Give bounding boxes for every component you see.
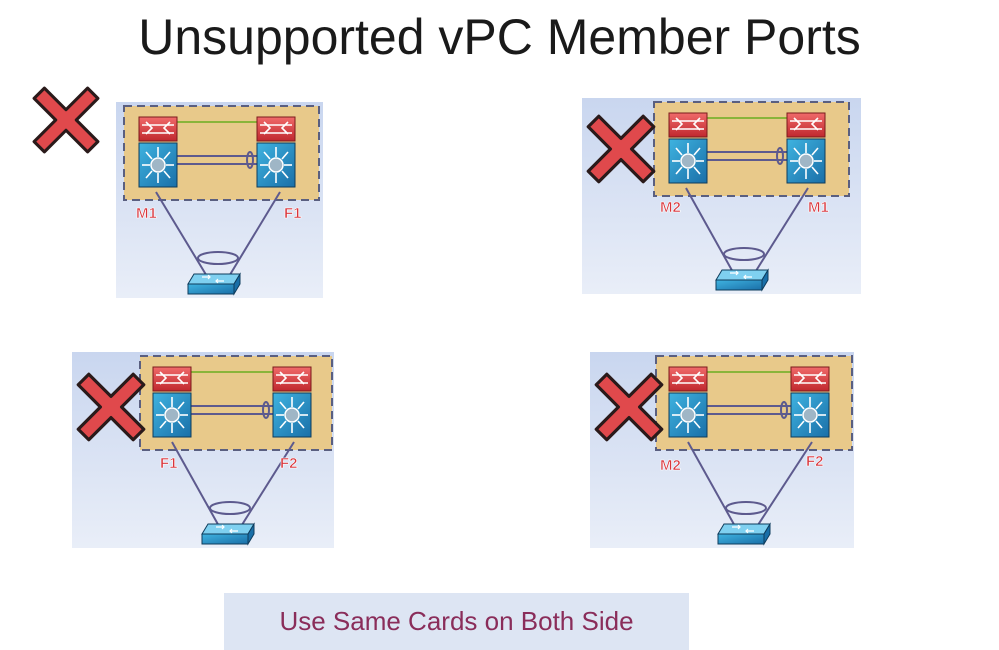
nexus-switch-icon bbox=[152, 366, 192, 438]
access-switch-icon bbox=[187, 273, 241, 295]
left-card-label: M1 bbox=[136, 205, 157, 222]
nexus-switch-icon bbox=[668, 366, 708, 438]
nexus-switch-icon bbox=[272, 366, 312, 438]
nexus-switch-icon bbox=[786, 112, 826, 184]
left-card-label: M2 bbox=[660, 199, 681, 216]
left-card-label: F1 bbox=[160, 455, 178, 472]
red-x-icon bbox=[32, 86, 100, 154]
vpc-panel-m2-f2: M2 F2 bbox=[590, 352, 856, 552]
access-switch-icon bbox=[201, 523, 255, 545]
access-switch-icon bbox=[717, 523, 771, 545]
page-title: Unsupported vPC Member Ports bbox=[138, 9, 861, 65]
nexus-switch-icon bbox=[138, 116, 178, 188]
right-card-label: F2 bbox=[806, 453, 824, 470]
access-switch-icon bbox=[715, 269, 769, 291]
vpc-panel-m1-f1: M1 F1 bbox=[28, 82, 328, 302]
right-card-label: M1 bbox=[808, 199, 829, 216]
nexus-switch-icon bbox=[256, 116, 296, 188]
vpc-panel-m2-m1: M2 M1 bbox=[582, 98, 862, 298]
nexus-switch-icon bbox=[668, 112, 708, 184]
left-card-label: M2 bbox=[660, 457, 681, 474]
footer-note: Use Same Cards on Both Side bbox=[224, 593, 689, 650]
vpc-panel-f1-f2: F1 F2 bbox=[72, 352, 336, 552]
right-card-label: F2 bbox=[280, 455, 298, 472]
nexus-switch-icon bbox=[790, 366, 830, 438]
right-card-label: F1 bbox=[284, 205, 302, 222]
